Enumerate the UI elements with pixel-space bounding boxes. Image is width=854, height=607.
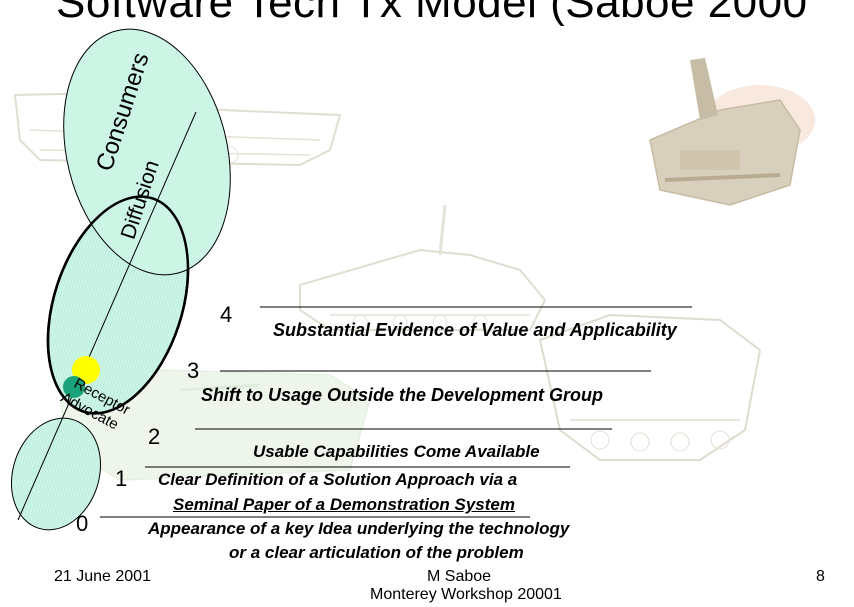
idea-ellipse — [10, 417, 102, 531]
footer-date: 21 June 2001 — [54, 568, 151, 585]
footer-author: M Saboe — [427, 568, 492, 585]
slide-title: Software Tech Tx Model (Saboe 2000 — [56, 0, 808, 27]
level-1-text-line1: Clear Definition of a Solution Approach … — [158, 470, 518, 489]
receptor-dot — [72, 356, 100, 384]
level-0-text-line2: or a clear articulation of the problem — [229, 543, 524, 562]
tank-watermark-right — [538, 313, 762, 461]
level-4-text: Substantial Evidence of Value and Applic… — [273, 320, 677, 340]
level-2-number: 2 — [148, 424, 161, 449]
progress-axis-line — [17, 111, 197, 521]
level-2-text: Usable Capabilities Come Available — [253, 442, 540, 461]
level-4-number: 4 — [220, 302, 233, 327]
level-3-number: 3 — [187, 358, 200, 383]
level-0-number: 0 — [76, 511, 89, 536]
advocate-dot — [63, 376, 85, 398]
level-1-number: 1 — [115, 466, 128, 491]
level-3-text: Shift to Usage Outside the Development G… — [201, 385, 604, 405]
level-1-text-line2: Seminal Paper of a Demonstration System — [173, 495, 515, 514]
consumers-ellipse — [63, 28, 231, 276]
tank-watermark-center — [299, 204, 547, 331]
artillery-image — [649, 58, 815, 206]
footer-page-number: 8 — [816, 568, 825, 585]
footer-event: Monterey Workshop 20001 — [370, 586, 562, 603]
receptor-ellipse-outline — [46, 195, 190, 415]
level-0-text-line1: Appearance of a key Idea underlying the … — [148, 519, 570, 538]
